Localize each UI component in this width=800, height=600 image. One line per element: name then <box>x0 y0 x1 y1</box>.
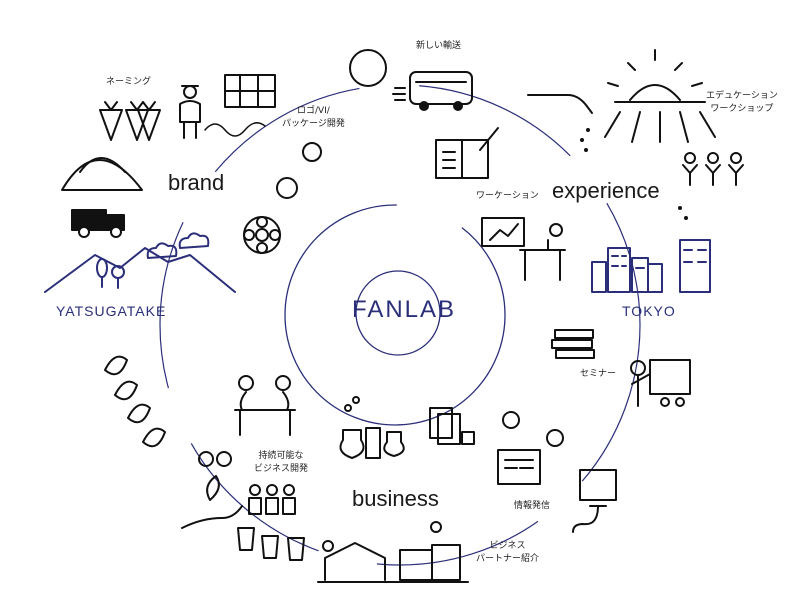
leaves-icon <box>104 355 166 448</box>
theme-brand: brand <box>168 170 225 195</box>
cloud-small-icon <box>178 232 210 249</box>
label-education-line1: エデュケーション <box>706 91 778 101</box>
label-logo-line2: パッケージ開発 <box>282 119 345 129</box>
label-education-line2: ワークショップ <box>710 104 774 114</box>
squiggle-line <box>204 122 266 137</box>
notebook-pen-icon <box>435 127 499 179</box>
label-sustainable-line2: ビジネス開発 <box>254 464 309 474</box>
people-cheer-icon <box>682 152 744 186</box>
label-logo: ロゴ/VI/ パッケージ開発 <box>282 105 345 131</box>
label-seminar: セミナー <box>580 369 617 379</box>
label-partner: ビジネス パートナー紹介 <box>476 540 539 566</box>
region-yatsugatake: YATSUGATAKE <box>56 303 167 319</box>
label-info: 情報発信 <box>514 501 551 511</box>
label-education: エデュケーション ワークショップ <box>706 90 778 116</box>
truck-icon <box>71 209 125 238</box>
sparkle-dots <box>580 128 688 220</box>
center-title: FANLAB <box>352 296 457 323</box>
label-naming: ネーミング <box>106 77 152 87</box>
mountains-icon <box>44 247 236 293</box>
hand-sprout-icon <box>181 475 243 529</box>
small-badge-icon <box>276 177 298 199</box>
seminar-icon <box>630 359 691 407</box>
label-transport: 新しい輸送 <box>416 41 462 51</box>
carrots-icon <box>99 101 161 141</box>
label-logo-line1: ロゴ/VI/ <box>296 106 330 116</box>
theme-experience: experience <box>552 178 660 203</box>
grid-badge-icon <box>302 142 322 162</box>
buildings-icon <box>591 239 711 293</box>
core-ring <box>355 270 441 356</box>
three-people-icon <box>248 484 296 515</box>
documents-icon <box>429 407 475 445</box>
flasks-icon <box>339 396 405 459</box>
cups-icon <box>237 527 305 561</box>
books-icon <box>551 329 595 359</box>
town-icon <box>317 521 469 583</box>
cloud-icon <box>146 242 178 259</box>
corn-thought-icon <box>349 49 387 87</box>
trees-icon <box>96 258 125 289</box>
bus-icon <box>392 71 473 111</box>
inner-ring <box>284 204 506 426</box>
binoculars-icon <box>198 451 232 467</box>
label-workation: ワーケーション <box>476 191 539 201</box>
info-screen-icon <box>497 411 564 485</box>
greenhouse-icon <box>61 157 143 191</box>
meeting-icon <box>234 375 296 436</box>
sun-field-icon <box>604 49 716 143</box>
flower-badge-icon <box>243 216 281 254</box>
region-tokyo: TOKYO <box>622 303 676 319</box>
farmer-icon <box>179 85 201 139</box>
label-partner-line2: パートナー紹介 <box>476 554 540 564</box>
package-window-icon <box>224 74 276 108</box>
monitor-icon <box>572 469 617 533</box>
theme-business: business <box>352 486 439 511</box>
workation-desk-icon <box>481 217 566 281</box>
label-sustainable: 持続可能な ビジネス開発 <box>254 450 308 476</box>
hand-icon <box>527 94 593 114</box>
label-partner-line1: ビジネス <box>489 541 526 551</box>
label-sustainable-line1: 持続可能な <box>258 451 304 461</box>
